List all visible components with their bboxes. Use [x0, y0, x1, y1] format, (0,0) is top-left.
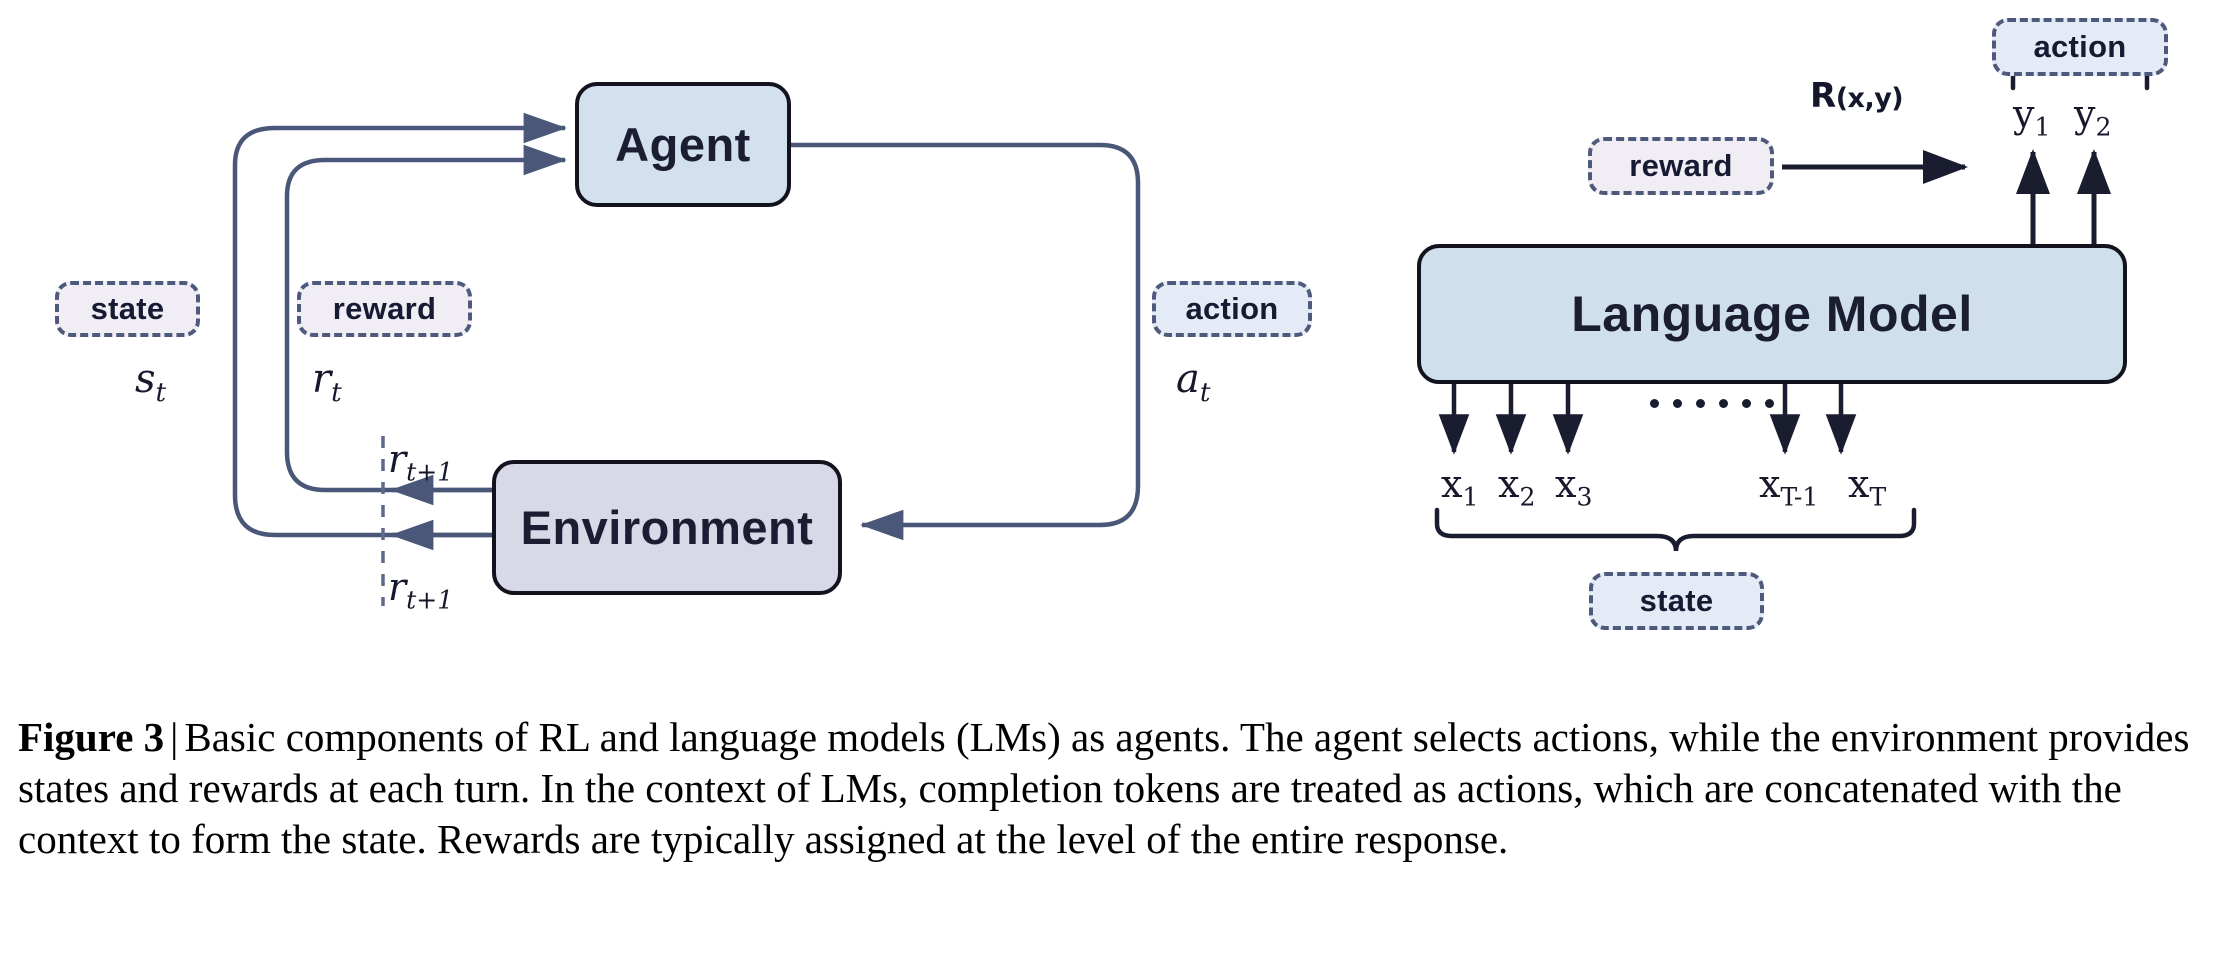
ellipsis-dot: [1719, 399, 1728, 408]
caption-separator: |: [170, 714, 179, 760]
token-x3: x3: [1555, 462, 1592, 512]
token-xT-minus-1-sub: T-1: [1780, 482, 1819, 512]
tag-action-rl: action: [1152, 281, 1312, 337]
diagram-area: Agent Environment Language Model state r…: [55, 18, 2168, 630]
figure-number: Figure 3: [18, 714, 165, 760]
tag-action-lm: action: [1992, 18, 2168, 76]
symbol-action-t-sub: t: [1199, 377, 1211, 408]
caption-text: Basic components of RL and language mode…: [18, 714, 2190, 862]
token-y2: y2: [2074, 92, 2111, 142]
ellipsis-dot: [1650, 399, 1659, 408]
brace-state: [1434, 507, 1917, 552]
symbol-action-t-base: a: [1176, 356, 1200, 402]
tag-state-rl: state: [55, 281, 200, 337]
symbol-reward-next-lower-sub: t+1: [406, 585, 454, 615]
token-xT-sub: T: [1869, 482, 1887, 512]
diagram-connectors: [232, 54, 2150, 606]
token-x3-base: x: [1555, 462, 1577, 506]
symbol-reward-next-lower-base: r: [388, 565, 407, 609]
connector-action-agent-to-env: [791, 142, 1141, 541]
environment-box: Environment: [492, 460, 842, 595]
symbol-reward-t-base: r: [312, 356, 332, 402]
symbol-reward-t: rt: [312, 356, 342, 408]
symbol-action-t: at: [1176, 356, 1210, 408]
token-xT: xT: [1848, 462, 1886, 512]
token-y1: y1: [2013, 92, 2050, 142]
reward-function-label: R(x,y): [1810, 76, 1904, 116]
token-x1: x1: [1441, 462, 1478, 512]
ellipsis-dot: [1673, 399, 1682, 408]
token-xT-minus-1-base: x: [1759, 462, 1781, 506]
language-model-box: Language Model: [1417, 244, 2127, 384]
token-x1-sub: 1: [1462, 482, 1479, 512]
symbol-reward-t-sub: t: [331, 377, 342, 408]
reward-function-name: R: [1810, 76, 1836, 116]
token-xT-minus-1: xT-1: [1759, 462, 1818, 512]
symbol-reward-next-upper-sub: t+1: [406, 457, 454, 487]
symbol-state-t: st: [135, 356, 166, 408]
reward-function-args: (x,y): [1835, 83, 1904, 114]
symbol-reward-next-upper: rt+1: [388, 437, 453, 487]
tag-reward-lm: reward: [1588, 137, 1774, 195]
token-y1-base: y: [2013, 92, 2035, 136]
ellipsis-icon: [1650, 399, 1774, 408]
agent-box: Agent: [575, 82, 791, 207]
token-y1-sub: 1: [2034, 112, 2051, 142]
token-x1-base: x: [1441, 462, 1463, 506]
symbol-reward-next-upper-base: r: [388, 437, 407, 481]
token-y2-base: y: [2074, 92, 2096, 136]
symbol-state-t-sub: t: [155, 377, 167, 408]
symbol-reward-next-lower: rt+1: [388, 565, 453, 615]
figure-caption: Figure 3|Basic components of RL and lang…: [18, 712, 2218, 864]
token-xT-base: x: [1848, 462, 1870, 506]
token-x2-base: x: [1498, 462, 1520, 506]
ellipsis-dot: [1765, 399, 1774, 408]
token-y2-sub: 2: [2095, 112, 2112, 142]
symbol-state-t-base: s: [135, 356, 156, 402]
ellipsis-dot: [1742, 399, 1751, 408]
token-x3-sub: 3: [1576, 482, 1593, 512]
tag-state-lm: state: [1589, 572, 1764, 630]
connector-state-to-agent: [232, 112, 567, 538]
tag-reward-rl: reward: [297, 281, 472, 337]
token-x2: x2: [1498, 462, 1535, 512]
connector-reward-to-agent: [284, 144, 567, 493]
token-x2-sub: 2: [1519, 482, 1536, 512]
ellipsis-dot: [1696, 399, 1705, 408]
